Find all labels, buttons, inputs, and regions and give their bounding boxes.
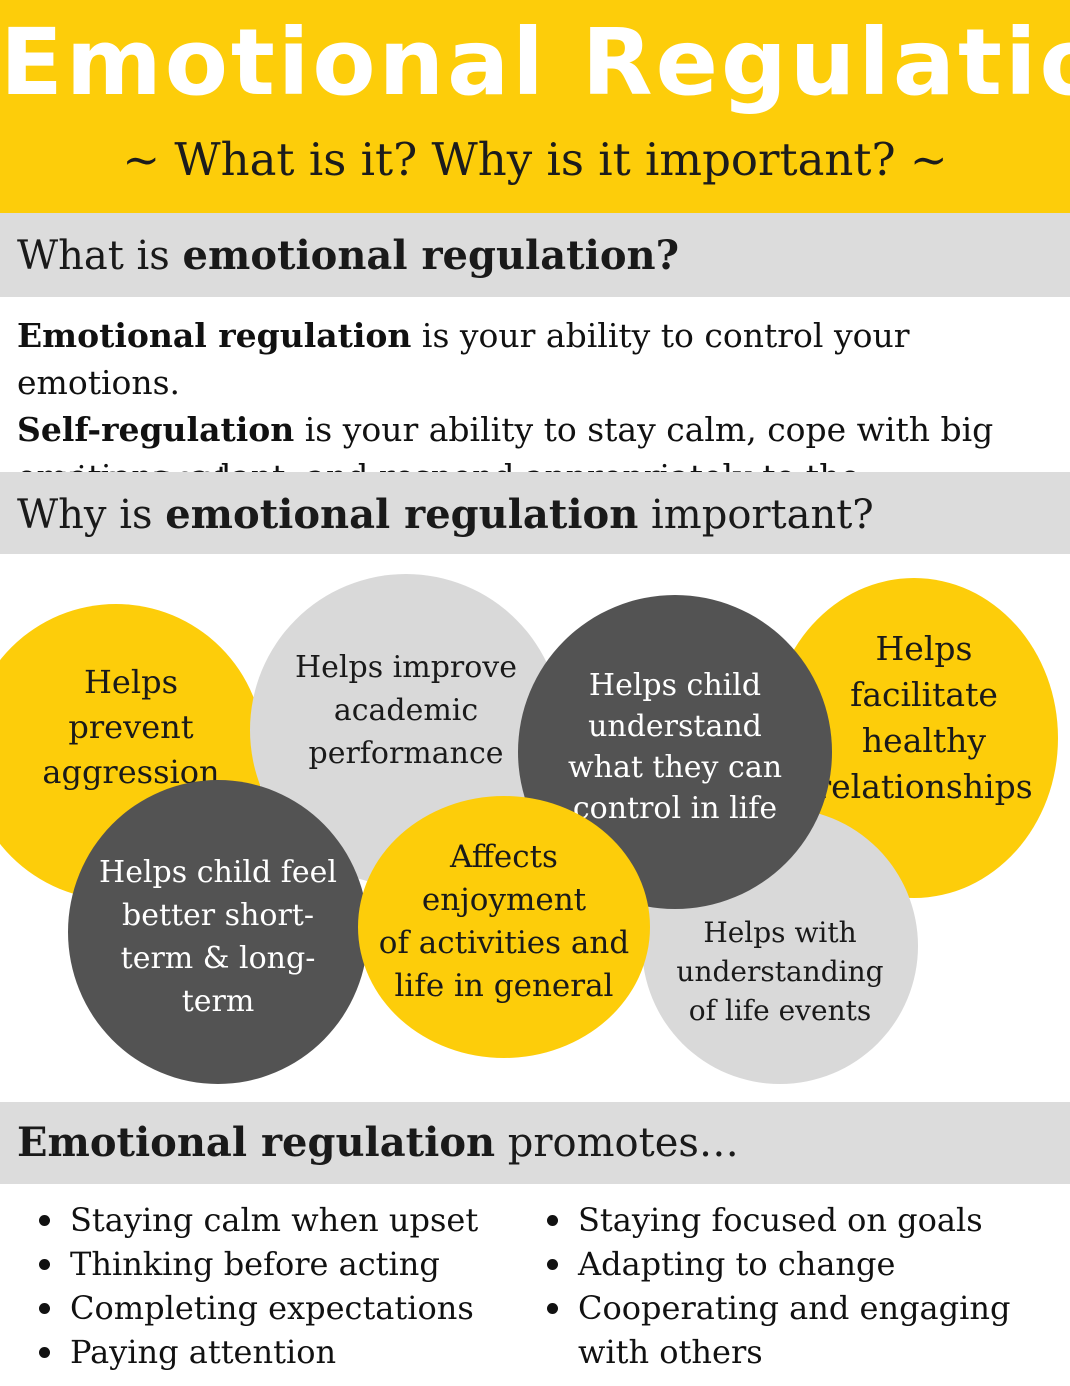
page-subtitle: ~ What is it? Why is it important? ~ — [122, 133, 948, 186]
promotes-list-left: Staying calm when upset Thinking before … — [36, 1198, 516, 1374]
why-section-heading-band: Why is emotional regulation important? — [0, 472, 1070, 554]
bubble-label: Helps child understand what they can con… — [567, 668, 783, 826]
promotes-heading-plain: promotes… — [495, 1120, 739, 1166]
bubble-label: Helps with understanding of life events — [676, 915, 884, 1027]
page-title: Emotional Regulation — [0, 9, 1070, 116]
list-item: Thinking before acting — [36, 1242, 516, 1286]
bubble-label: Helps child feel better short- term & lo… — [99, 855, 337, 1019]
why-heading-plain-end: important? — [638, 492, 874, 538]
definition-emotional-regulation: Emotional regulation is your ability to … — [17, 312, 1057, 406]
why-heading-bold: emotional regulation — [165, 491, 639, 538]
list-item: Completing expectations — [36, 1286, 516, 1330]
promotes-section-heading: Emotional regulation promotes… — [17, 1118, 739, 1168]
what-section-heading: What is emotional regulation? — [17, 231, 679, 281]
bubble-label: Helps improve academic performance — [295, 649, 517, 771]
promotes-heading-bold: Emotional regulation — [17, 1119, 496, 1166]
header-banner: Emotional Regulation ~ What is it? Why i… — [0, 0, 1070, 213]
list-item: Adapting to change — [544, 1242, 1054, 1286]
list-item: Paying attention — [36, 1330, 516, 1374]
what-section-heading-band: What is emotional regulation? — [0, 213, 1070, 297]
bubble-label: Helps facilitate healthy relationships — [815, 629, 1033, 806]
list-item: Staying calm when upset — [36, 1198, 516, 1242]
what-heading-bold: emotional regulation? — [182, 232, 680, 279]
list-item: Staying focused on goals — [544, 1198, 1054, 1242]
definition-term: Self-regulation — [17, 410, 295, 449]
bubble-label: Affects enjoyment of activities and life… — [378, 839, 630, 1004]
promotes-list-right: Staying focused on goals Adapting to cha… — [544, 1198, 1054, 1374]
what-heading-plain: What is — [17, 233, 183, 279]
bubble-enjoyment-of-activities: Affects enjoyment of activities and life… — [358, 796, 650, 1058]
why-section-heading: Why is emotional regulation important? — [17, 490, 874, 540]
promotes-section-heading-band: Emotional regulation promotes… — [0, 1102, 1070, 1184]
why-heading-plain-start: Why is — [17, 492, 166, 538]
definition-term: Emotional regulation — [17, 316, 412, 355]
bubble-feel-better: Helps child feel better short- term & lo… — [68, 780, 368, 1084]
definition-text: is your ability to control your emotions… — [17, 316, 910, 402]
bubble-label: Helps prevent aggression — [42, 662, 220, 791]
list-item: Cooperating and engaging with others — [544, 1286, 1054, 1374]
